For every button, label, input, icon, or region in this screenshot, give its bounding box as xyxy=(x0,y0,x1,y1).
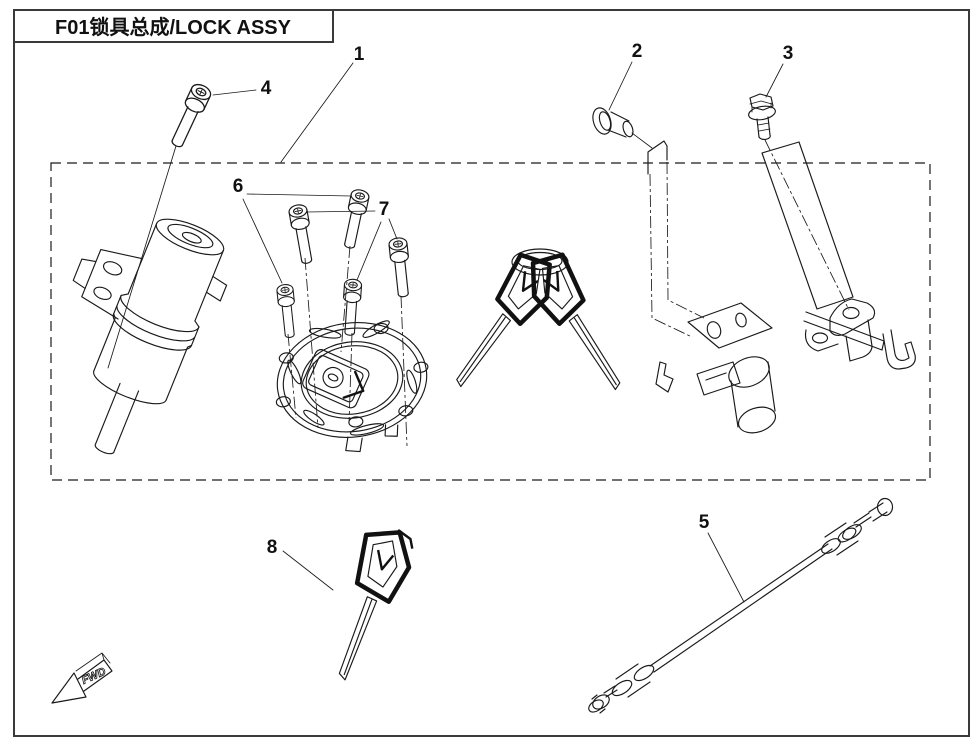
callout-6: 6 xyxy=(233,176,244,197)
part-8-key xyxy=(338,529,414,681)
bracket-clamp-left xyxy=(655,302,777,434)
callout-7: 7 xyxy=(379,199,390,220)
bracket-hook-right xyxy=(803,298,916,370)
callout-3: 3 xyxy=(783,43,794,64)
part-3-flange-bolt xyxy=(748,93,854,311)
page-title: F01锁具总成/LOCK ASSY xyxy=(55,15,292,39)
part-2-pin xyxy=(592,107,705,338)
callout-4: 4 xyxy=(261,78,272,99)
fwd-direction-arrow: FWD xyxy=(51,652,113,704)
callout-1: 1 xyxy=(354,44,365,65)
callout-5: 5 xyxy=(699,512,710,533)
key-pair xyxy=(456,248,621,391)
fuel-cap-assembly xyxy=(275,320,429,453)
page-border xyxy=(13,9,970,737)
callout-8: 8 xyxy=(267,537,278,558)
title-box xyxy=(13,9,334,43)
part-4-socket-screw xyxy=(107,81,214,369)
lock-strap xyxy=(761,141,854,310)
ignition-lock-cylinder xyxy=(72,218,228,455)
assembly-boundary-box xyxy=(50,162,931,481)
callout-2: 2 xyxy=(632,41,643,62)
callout-leaders xyxy=(212,61,784,603)
part-5-lock-cable xyxy=(588,497,894,714)
